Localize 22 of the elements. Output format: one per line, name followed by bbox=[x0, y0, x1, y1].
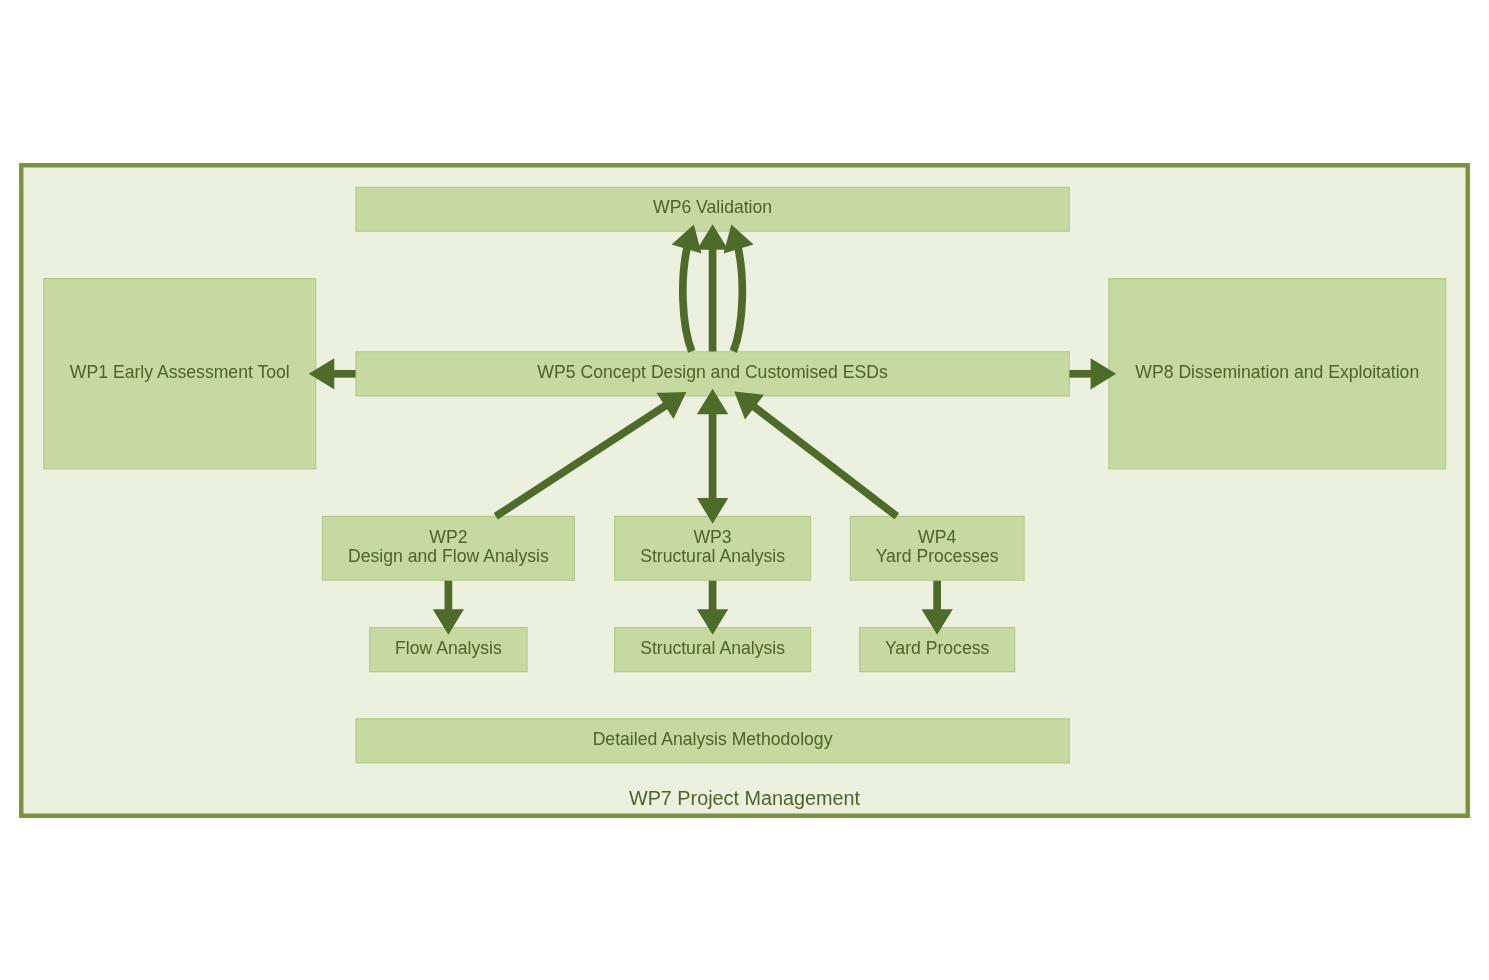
arrow bbox=[696, 388, 729, 524]
arrow bbox=[493, 391, 687, 519]
node-box: WP3 Structural Analysis bbox=[614, 515, 812, 581]
node-box: WP6 Validation bbox=[355, 186, 1070, 232]
arrow bbox=[921, 580, 953, 635]
arrow bbox=[723, 224, 754, 353]
arrow bbox=[432, 580, 464, 635]
arrow bbox=[1069, 357, 1117, 389]
arrow bbox=[671, 224, 702, 353]
node-box: Flow Analysis bbox=[369, 626, 528, 672]
arrow bbox=[734, 391, 900, 519]
node-box: Detailed Analysis Methodology bbox=[355, 717, 1070, 763]
arrow bbox=[308, 357, 356, 389]
node-box: WP4 Yard Processes bbox=[849, 515, 1025, 581]
node-box: Structural Analysis bbox=[614, 626, 812, 672]
node-box: WP5 Concept Design and Customised ESDs bbox=[355, 350, 1070, 396]
node-box: WP8 Dissemination and Exploitation bbox=[1108, 277, 1447, 470]
node-box: WP1 Early Assessment Tool bbox=[43, 277, 317, 470]
arrow bbox=[696, 580, 729, 635]
arrow bbox=[696, 223, 729, 351]
node-box: Yard Process bbox=[859, 626, 1016, 672]
node-box: WP2 Design and Flow Analysis bbox=[321, 515, 575, 581]
